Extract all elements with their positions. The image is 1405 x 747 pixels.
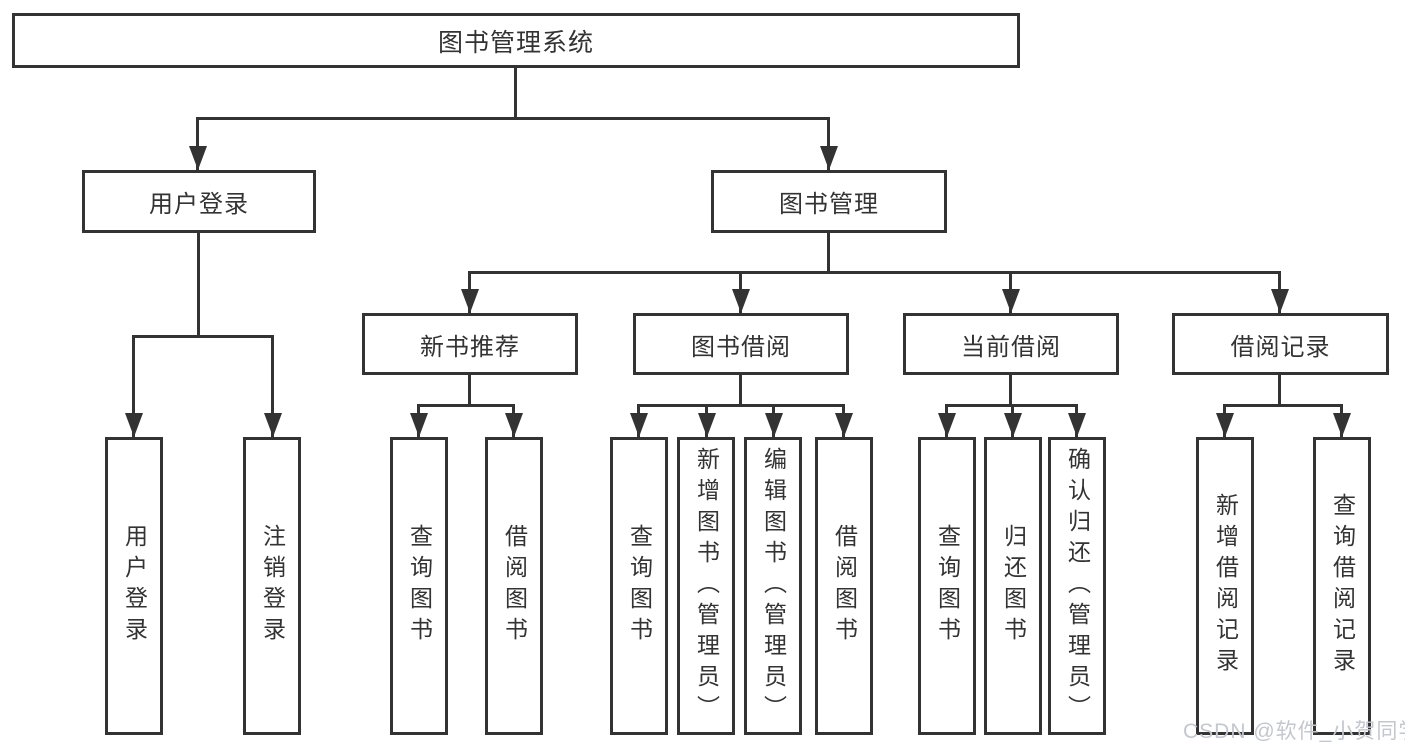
connector-vline <box>271 335 274 437</box>
arrow-down-icon <box>125 413 143 437</box>
leaf-recommend-borrow-book-label: 借阅图书 <box>501 524 528 648</box>
arrow-down-icon <box>938 413 956 437</box>
leaf-edit-book-admin-label: 编辑图书（管理员） <box>760 446 787 726</box>
leaf-confirm-return-admin: 确认归还（管理员） <box>1048 437 1106 735</box>
leaf-current-query-book-label: 查询图书 <box>934 524 961 648</box>
leaf-logout: 注销登录 <box>243 437 301 735</box>
leaf-return-book: 归还图书 <box>984 437 1042 735</box>
leaf-borrow-query-book-label: 查询图书 <box>626 524 653 648</box>
node-borrow-record-label: 借阅记录 <box>1230 333 1331 361</box>
arrow-down-icon <box>820 146 838 170</box>
connector-vline <box>468 375 471 406</box>
connector-vline <box>196 117 199 170</box>
connector-vline <box>1278 375 1281 406</box>
leaf-recommend-query-book: 查询图书 <box>390 437 448 735</box>
node-book-management-label: 图书管理 <box>779 191 879 218</box>
node-current-borrow: 当前借阅 <box>903 313 1119 375</box>
connector-hline <box>196 117 830 120</box>
leaf-logout-label: 注销登录 <box>259 524 286 648</box>
arrow-down-icon <box>835 413 853 437</box>
connector-vline <box>827 117 830 170</box>
arrow-down-icon <box>1216 413 1234 437</box>
node-user-login-label: 用户登录 <box>149 191 249 218</box>
leaf-add-borrow-record: 新增借阅记录 <box>1196 437 1254 735</box>
leaf-current-query-book: 查询图书 <box>918 437 976 735</box>
node-borrow-record: 借阅记录 <box>1172 313 1389 375</box>
leaf-borrow-borrow-book: 借阅图书 <box>815 437 873 735</box>
arrow-down-icon <box>264 413 282 437</box>
node-new-book-recommend-label: 新书推荐 <box>420 333 520 361</box>
connector-vline <box>514 68 517 119</box>
node-book-borrow-label: 图书借阅 <box>691 333 791 361</box>
leaf-query-borrow-record-label: 查询借阅记录 <box>1329 493 1356 679</box>
connector-hline <box>1223 404 1343 407</box>
leaf-user-login-label: 用户登录 <box>121 524 148 648</box>
connector-hline <box>468 271 1281 274</box>
arrow-down-icon <box>1068 413 1086 437</box>
leaf-query-borrow-record: 查询借阅记录 <box>1313 437 1371 735</box>
connector-vline <box>132 335 135 437</box>
leaf-user-login: 用户登录 <box>105 437 163 735</box>
node-root: 图书管理系统 <box>12 13 1020 68</box>
leaf-return-book-label: 归还图书 <box>1000 524 1027 648</box>
connector-vline <box>1009 375 1012 406</box>
leaf-add-book-admin-label: 新增图书（管理员） <box>693 446 720 726</box>
node-root-label: 图书管理系统 <box>437 28 594 57</box>
connector-hline <box>132 335 274 338</box>
leaf-borrow-borrow-book-label: 借阅图书 <box>831 524 858 648</box>
arrow-down-icon <box>1333 413 1351 437</box>
connector-hline <box>417 404 515 407</box>
leaf-confirm-return-admin-label: 确认归还（管理员） <box>1064 446 1091 726</box>
arrow-down-icon <box>410 413 428 437</box>
arrow-down-icon <box>630 413 648 437</box>
leaf-recommend-query-book-label: 查询图书 <box>406 524 433 648</box>
arrow-down-icon <box>189 146 207 170</box>
leaf-edit-book-admin: 编辑图书（管理员） <box>744 437 802 735</box>
arrow-down-icon <box>505 413 523 437</box>
arrow-down-icon <box>698 413 716 437</box>
node-book-borrow: 图书借阅 <box>633 313 849 375</box>
arrow-down-icon <box>732 289 750 313</box>
connector-vline <box>739 375 742 406</box>
leaf-add-borrow-record-label: 新增借阅记录 <box>1212 493 1239 679</box>
leaf-recommend-borrow-book: 借阅图书 <box>485 437 543 735</box>
arrow-down-icon <box>1002 289 1020 313</box>
arrow-down-icon <box>1271 289 1289 313</box>
connector-hline <box>637 404 845 407</box>
connector-vline <box>827 233 830 274</box>
node-new-book-recommend: 新书推荐 <box>362 313 578 375</box>
arrow-down-icon <box>461 289 479 313</box>
leaf-add-book-admin: 新增图书（管理员） <box>677 437 735 735</box>
watermark: CSDN @软件_小贺同学 <box>1183 720 1405 743</box>
node-user-login: 用户登录 <box>82 170 316 233</box>
node-current-borrow-label: 当前借阅 <box>961 333 1061 361</box>
arrow-down-icon <box>1004 413 1022 437</box>
node-book-management: 图书管理 <box>711 170 947 233</box>
arrow-down-icon <box>765 413 783 437</box>
connector-vline <box>197 233 200 338</box>
leaf-borrow-query-book: 查询图书 <box>610 437 668 735</box>
